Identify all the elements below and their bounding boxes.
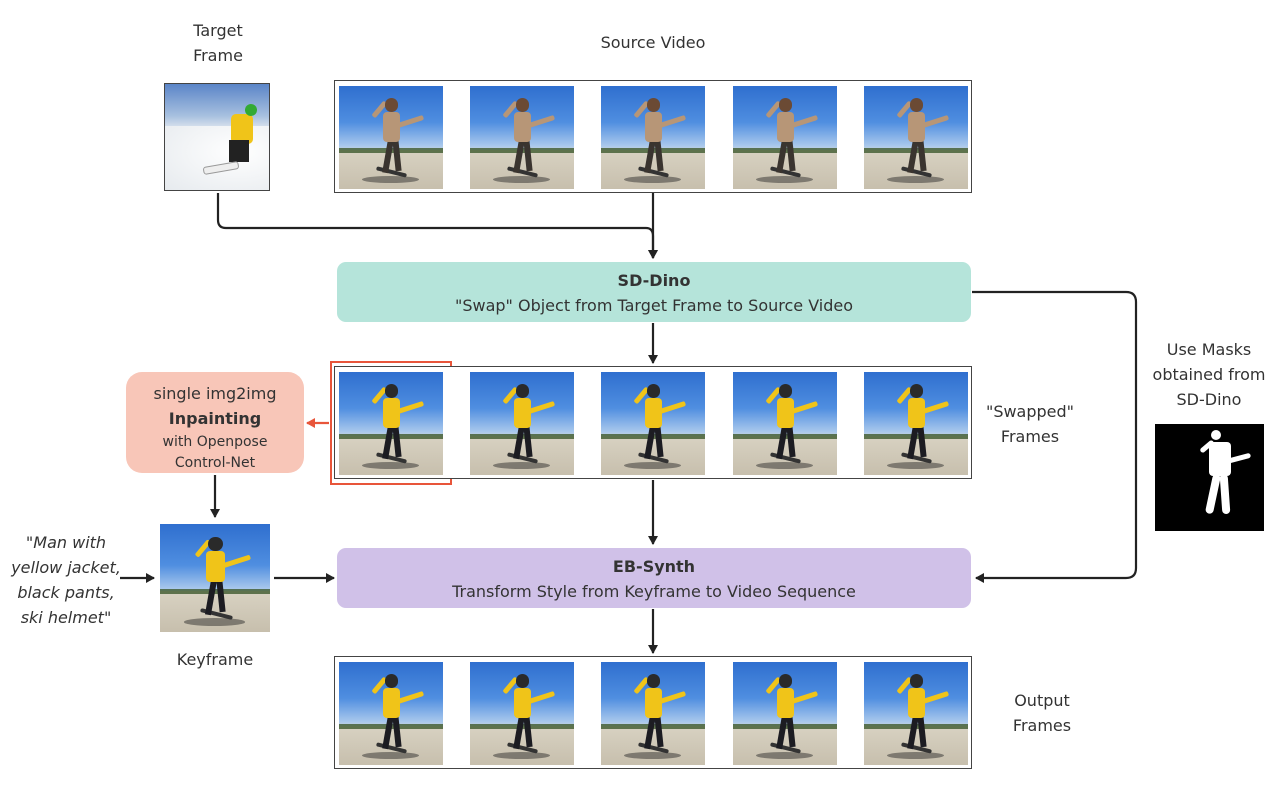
source-video-label: Source Video [600,33,706,52]
output-frame [339,662,443,765]
output-frames-label-line1: Output [1014,691,1070,710]
prompt-text: "Man with yellow jacket, black pants, sk… [6,530,126,630]
output-frames-label: Output Frames [982,688,1102,738]
target-frame-label-line2: Frame [193,46,243,65]
output-frame [470,662,574,765]
output-frames-label-line2: Frames [1012,716,1072,735]
prompt-line1: "Man with [25,533,107,552]
swapped-frames-label-line2: Frames [1000,427,1060,446]
inpainting-title: Inpainting [168,409,262,428]
eb-synth-node: EB-Synth Transform Style from Keyframe t… [337,548,971,608]
swapped-frame [733,372,837,475]
use-masks-label-line3: SD-Dino [1176,390,1242,409]
keyframe-label: Keyframe [176,650,254,669]
prompt-line2: yellow jacket, [11,558,121,577]
swapped-frames-label: "Swapped" Frames [972,399,1088,449]
eb-synth-title: EB-Synth [612,557,696,576]
output-frames-strip [334,656,972,769]
use-masks-label-line2: obtained from [1152,365,1266,384]
inpainting-line4: Control-Net [174,455,256,471]
source-frame [601,86,705,189]
eb-synth-subtitle: Transform Style from Keyframe to Video S… [452,582,856,601]
sd-dino-node: SD-Dino "Swap" Object from Target Frame … [337,262,971,322]
use-masks-label-line1: Use Masks [1166,340,1252,359]
source-frame [470,86,574,189]
arrow-masks-to-ebsynth [972,290,1138,583]
output-frame [733,662,837,765]
swapped-frames-strip [334,366,972,479]
target-frame-image [164,83,270,191]
target-frame-label: Target Frame [158,18,278,68]
swapped-frame [339,372,443,475]
target-frame-label-line1: Target [193,21,243,40]
swapped-frame [864,372,968,475]
inpainting-line1: single img2img [153,384,277,403]
mask-image [1155,424,1264,531]
swapped-frame [601,372,705,475]
inpainting-node: single img2img Inpainting with Openpose … [126,372,304,473]
arrow-target-to-sddino [216,193,658,259]
swapped-frame [470,372,574,475]
prompt-line4: ski helmet" [20,608,112,627]
source-frame [864,86,968,189]
output-frame [601,662,705,765]
use-masks-label: Use Masks obtained from SD-Dino [1146,337,1272,412]
sd-dino-subtitle: "Swap" Object from Target Frame to Sourc… [454,296,854,315]
sd-dino-title: SD-Dino [617,271,691,290]
output-frame [864,662,968,765]
source-frame [733,86,837,189]
keyframe-image [160,524,270,632]
source-frame [339,86,443,189]
source-video-strip [334,80,972,193]
inpainting-line3: with Openpose [162,434,268,450]
swapped-frames-label-line1: "Swapped" [985,402,1075,421]
prompt-line3: black pants, [17,583,115,602]
